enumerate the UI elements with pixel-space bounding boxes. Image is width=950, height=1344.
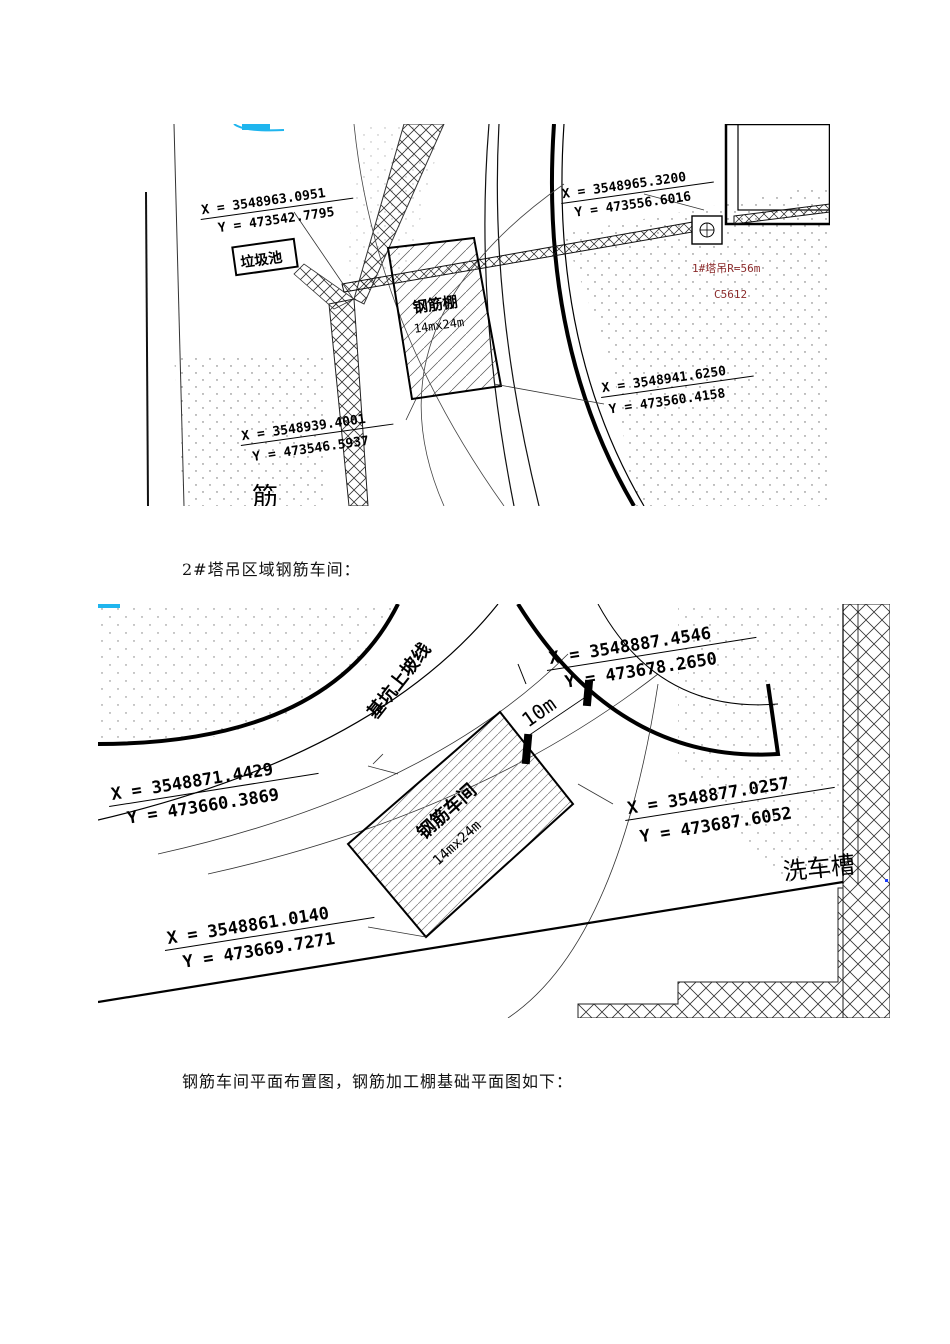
site-plan-rebar-workshop: 基坑上坡线 10m X = 3548887.4546 Y = 473678.26… <box>98 604 890 1018</box>
garbage-pool-label: 垃圾池 <box>239 249 283 272</box>
crane-model: C5612 <box>714 288 747 301</box>
caption-crane2-workshop: 2#塔吊区域钢筋车间： <box>182 560 361 579</box>
partial-label: 筋 <box>252 483 278 506</box>
caption-workshop-layout: 钢筋车间平面布置图，钢筋加工棚基础平面图如下： <box>182 1072 574 1091</box>
rebar-shed-box <box>386 236 503 401</box>
shed-size: 14mx24m <box>413 315 465 336</box>
crane-label: 1#塔吊R=56m <box>692 262 761 275</box>
site-plan-rebar-shed: X = 3548963.0951 Y = 473542.7795 X = 354… <box>144 124 830 506</box>
